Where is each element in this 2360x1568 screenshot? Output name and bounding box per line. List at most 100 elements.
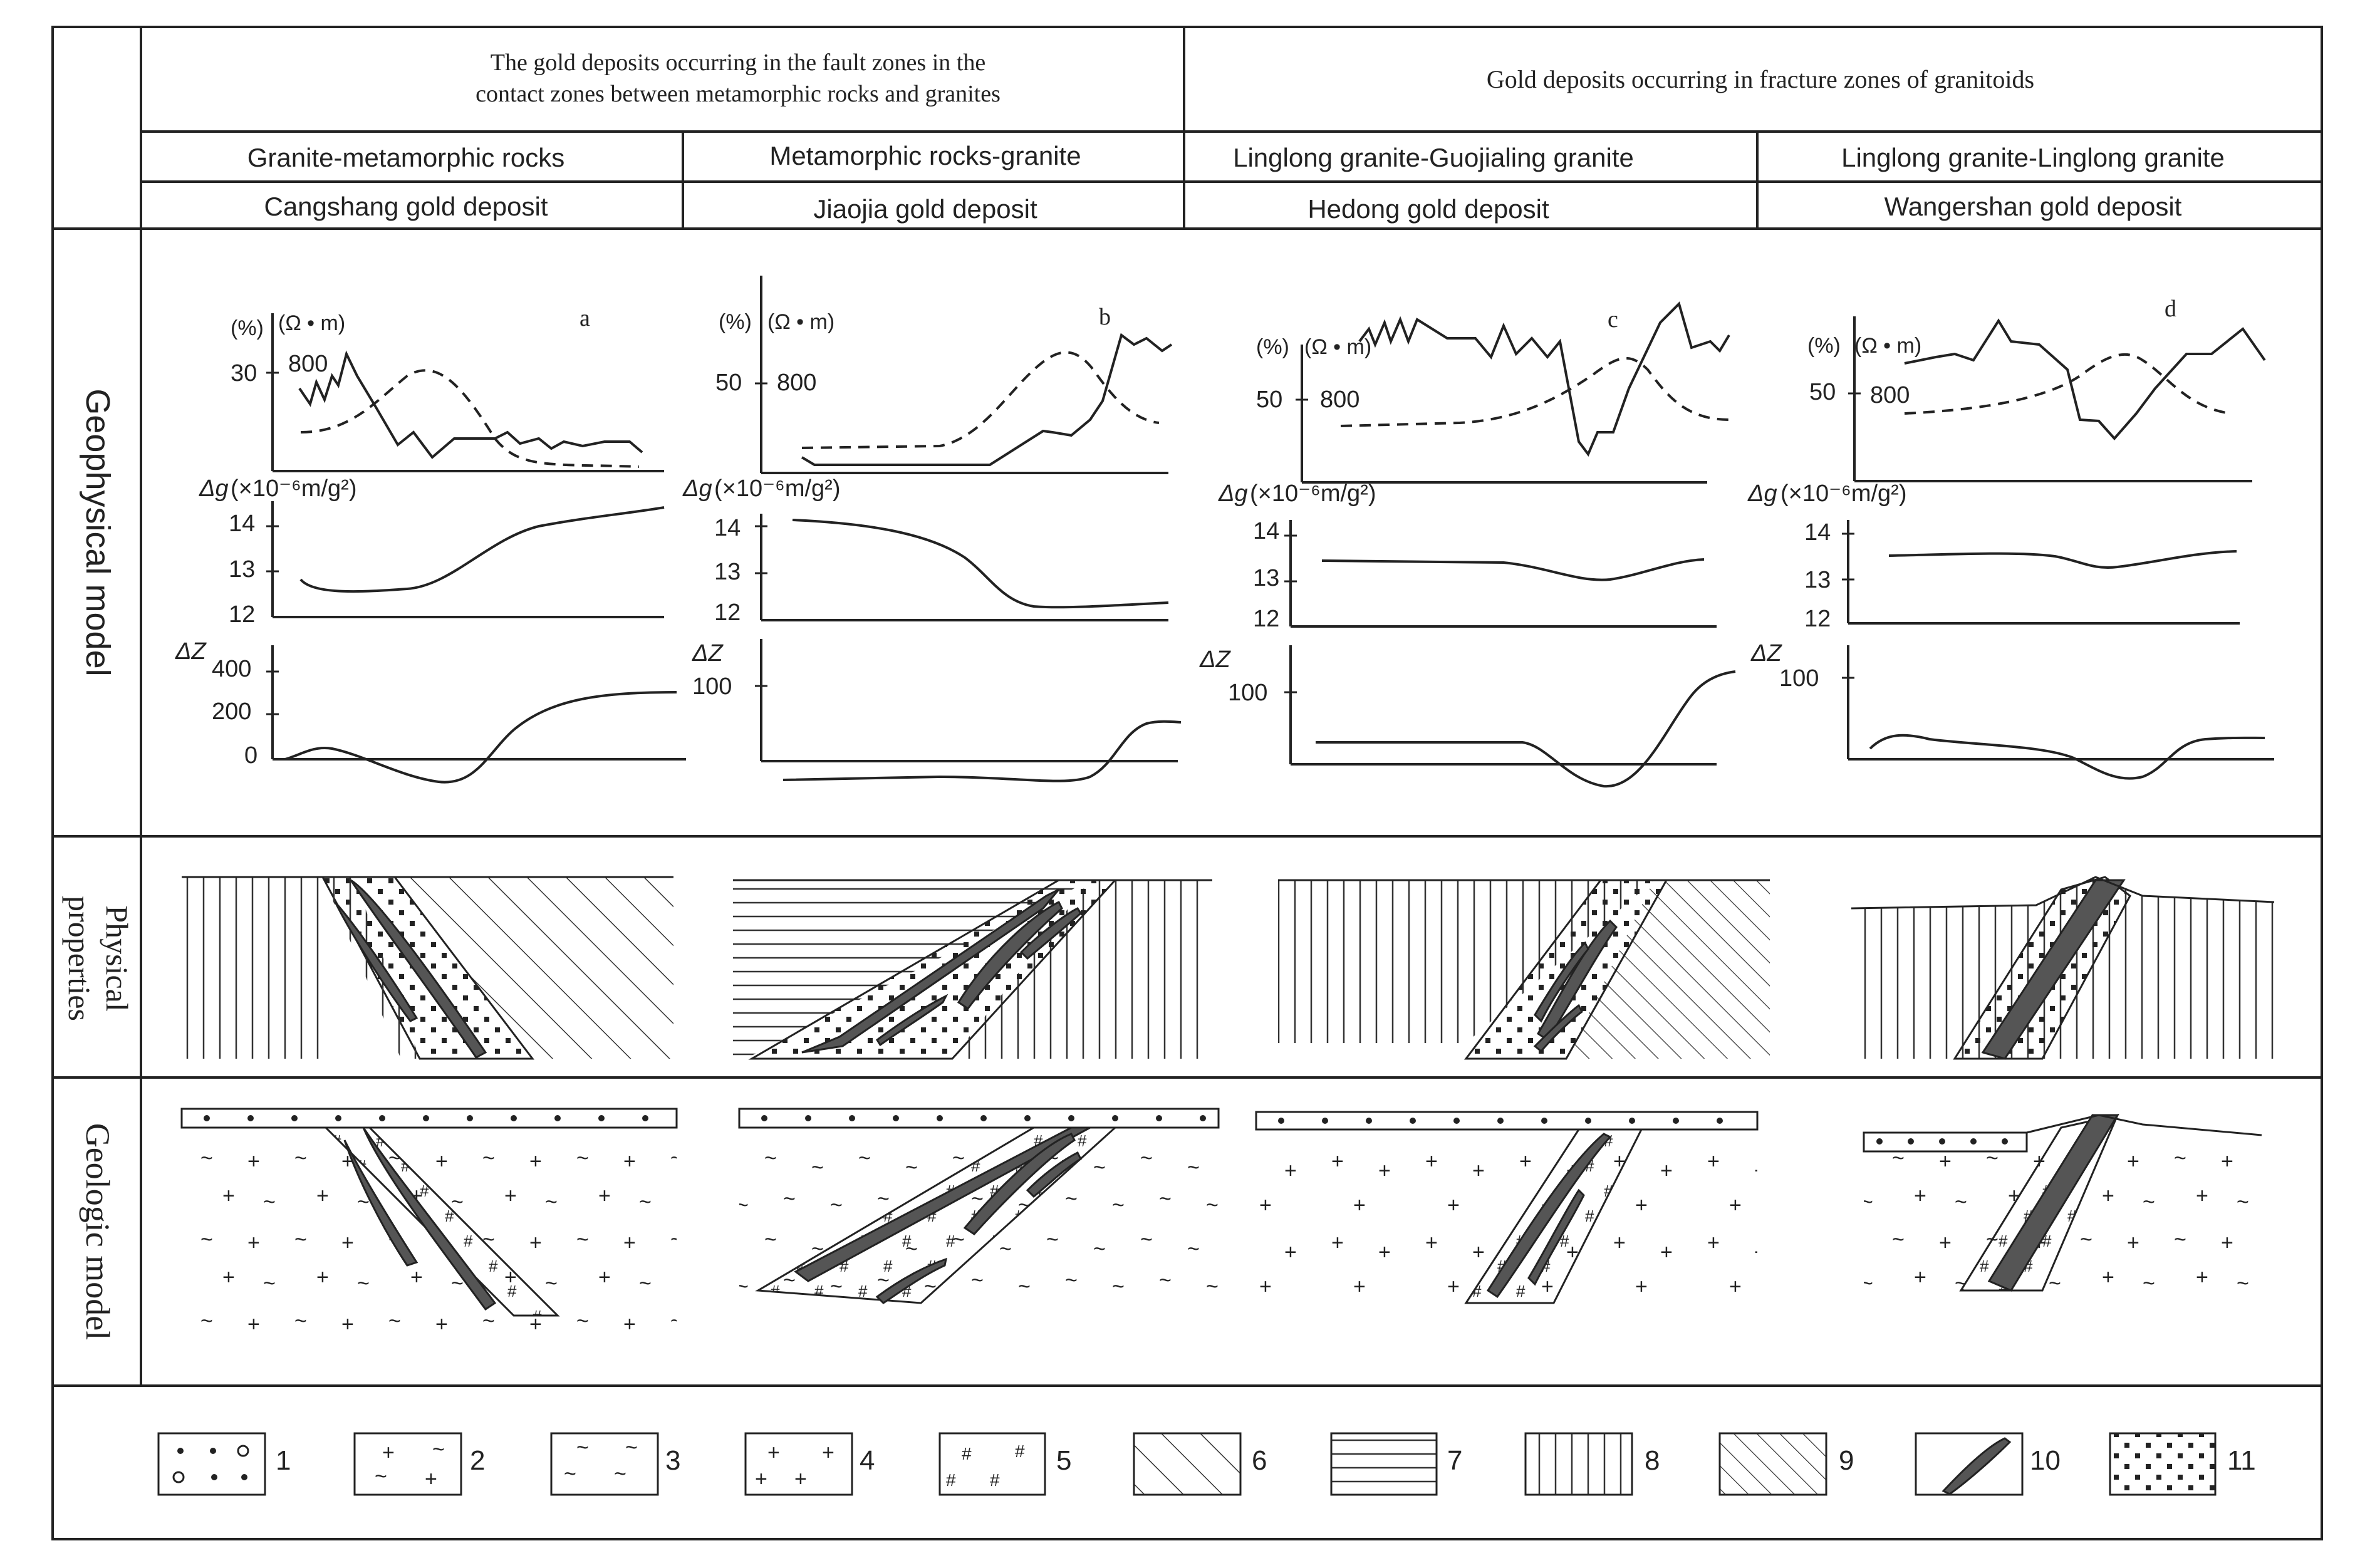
resistivity-unit-label: (Ω • m) <box>278 311 345 335</box>
legend: 1 +~ ~+ 2 ~~ ~~ 3 ++ ++ 4 ## ## 5 6 <box>157 1432 2256 1496</box>
group-left-title-line2: contact zones between metamorphic rocks … <box>476 81 1001 107</box>
deposit-label-a: Cangshang gold deposit <box>264 192 548 221</box>
right-scale-label: 800 <box>1870 382 1910 408</box>
table-frame <box>51 26 2323 1540</box>
svg-text:#: # <box>1015 1441 1025 1461</box>
gravity-unit-label: (×10⁻⁶m/g²) <box>231 475 356 502</box>
gravity-tick-14: 14 <box>1253 518 1279 544</box>
legend-label-5: 5 <box>1056 1445 1071 1476</box>
legend-label-8: 8 <box>1645 1445 1660 1476</box>
rock-label-a: Granite-metamorphic rocks <box>247 143 564 172</box>
legend-item-5: # # # # 5 <box>938 1432 1071 1496</box>
svg-text:#: # <box>962 1444 972 1463</box>
magnetic-tick-0: 0 <box>244 742 257 769</box>
geologic-panel-b <box>738 1108 1220 1316</box>
gravity-curve <box>1321 558 1705 581</box>
resistivity-curve-solid <box>801 333 1173 466</box>
legend-item-3: ~~ ~~ 3 <box>550 1432 680 1496</box>
rock-label-b: Metamorphic rocks-granite <box>769 141 1081 170</box>
gravity-tick-12: 12 <box>714 600 741 626</box>
svg-text:+: + <box>822 1441 834 1465</box>
legend-label-1: 1 <box>276 1445 291 1476</box>
svg-text:+: + <box>794 1467 807 1491</box>
group-right-title: Gold deposits occurring in fracture zone… <box>1487 65 2034 93</box>
rock-label-d: Linglong granite-Linglong granite <box>1841 143 2225 172</box>
svg-text:+: + <box>382 1441 395 1465</box>
magnetic-symbol: ΔZ <box>175 638 207 665</box>
gravity-tick-13: 13 <box>714 559 741 585</box>
right-scale-label: 800 <box>288 351 328 377</box>
magnetic-curve <box>782 720 1182 782</box>
legend-label-10: 10 <box>2030 1445 2061 1476</box>
magnetic-curve <box>1869 734 2265 780</box>
geophysical-panel-c: c (%) (Ω • m) 50 800 Δg (×10⁻⁶m/g²) 14 1… <box>1199 301 1736 788</box>
svg-text:~: ~ <box>576 1436 589 1460</box>
svg-text:#: # <box>946 1470 956 1490</box>
percent-unit-label: (%) <box>231 316 264 340</box>
geologic-panel-a <box>180 1108 678 1334</box>
gravity-curve <box>299 506 665 593</box>
geophysical-panel-a: a (%) (Ω • m) 30 800 Δg (×10⁻⁶m/g²) 14 1… <box>175 305 686 784</box>
rock-label-c: Linglong granite-Guojialing granite <box>1233 143 1634 172</box>
legend-label-4: 4 <box>860 1445 875 1476</box>
legend-label-11: 11 <box>2227 1445 2256 1476</box>
resistivity-curve-solid <box>298 350 643 459</box>
left-scale-label: 50 <box>1256 387 1282 413</box>
gravity-tick-13: 13 <box>1253 565 1279 591</box>
panel-letter: c <box>1608 306 1618 333</box>
polarization-curve-dashed <box>1340 357 1730 427</box>
legend-item-9: 9 <box>1718 1432 1854 1496</box>
resistivity-curve-solid <box>1358 301 1730 457</box>
percent-unit-label: (%) <box>1256 335 1289 359</box>
legend-item-10: 10 <box>1915 1432 2061 1496</box>
magnetic-symbol: ΔZ <box>692 640 724 667</box>
magnetic-tick-100: 100 <box>1228 680 1267 706</box>
gravity-symbol: Δg <box>199 475 229 502</box>
legend-item-1: 1 <box>157 1432 291 1496</box>
header: The gold deposits occurring in the fault… <box>247 49 2225 224</box>
legend-item-4: ++ ++ 4 <box>744 1432 875 1496</box>
svg-text:+: + <box>755 1467 767 1491</box>
resistivity-unit-label: (Ω • m) <box>767 310 834 334</box>
svg-text:+: + <box>425 1467 437 1491</box>
row-labels: Geophysical model Physical properties Ge… <box>62 388 135 1340</box>
left-scale-label: 30 <box>231 360 257 387</box>
group-left-title-line1: The gold deposits occurring in the fault… <box>491 49 985 76</box>
gravity-curve <box>792 519 1169 609</box>
gravity-unit-label: (×10⁻⁶m/g²) <box>1250 480 1376 507</box>
gravity-tick-13: 13 <box>1804 567 1831 593</box>
panel-letter: a <box>580 305 590 331</box>
svg-text:~: ~ <box>614 1462 626 1486</box>
geologic-panel-c <box>1255 1111 1759 1311</box>
right-scale-label: 800 <box>777 370 816 396</box>
gravity-tick-12: 12 <box>229 601 255 628</box>
resistivity-unit-label: (Ω • m) <box>1854 334 1921 358</box>
gravity-symbol: Δg <box>682 475 712 502</box>
magnetic-curve <box>1316 670 1736 788</box>
physical-panel-b <box>733 879 1212 1060</box>
legend-label-3: 3 <box>665 1445 680 1476</box>
magnetic-tick-100: 100 <box>692 673 732 700</box>
legend-item-11: 11 <box>2109 1432 2256 1496</box>
svg-text:~: ~ <box>375 1465 387 1488</box>
gravity-tick-12: 12 <box>1804 606 1831 632</box>
legend-label-9: 9 <box>1839 1445 1854 1476</box>
magnetic-symbol: ΔZ <box>1199 646 1231 673</box>
legend-item-2: +~ ~+ 2 <box>353 1432 485 1496</box>
geophysical-panel-b: b (%) (Ω • m) 50 800 Δg (×10⁻⁶m/g²) 14 1… <box>682 276 1182 782</box>
resistivity-curve-solid <box>1904 318 2266 441</box>
gravity-symbol: Δg <box>1747 480 1777 507</box>
panel-letter: b <box>1099 304 1111 330</box>
legend-label-7: 7 <box>1447 1445 1462 1476</box>
panel-letter: d <box>2165 296 2176 322</box>
svg-text:#: # <box>990 1470 1000 1490</box>
magnetic-symbol: ΔZ <box>1750 640 1782 667</box>
gravity-unit-label: (×10⁻⁶m/g²) <box>714 475 840 502</box>
svg-text:~: ~ <box>625 1436 638 1460</box>
row-label-geologic: Geologic model <box>79 1123 117 1340</box>
gravity-tick-13: 13 <box>229 556 255 583</box>
polarization-curve-dashed <box>801 351 1160 449</box>
left-scale-label: 50 <box>715 370 742 396</box>
right-scale-label: 800 <box>1320 387 1359 413</box>
